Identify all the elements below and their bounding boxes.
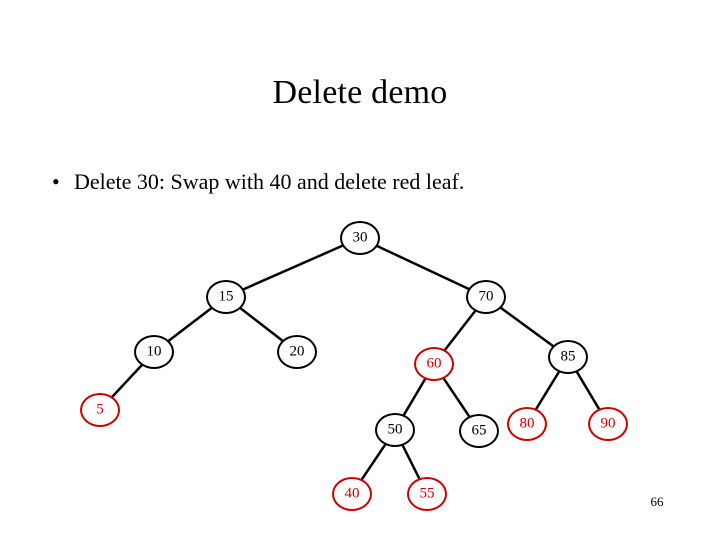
bullet-text: Delete 30: Swap with 40 and delete red l… xyxy=(74,169,465,194)
tree-node-label: 50 xyxy=(387,421,403,437)
tree-edge xyxy=(443,309,477,352)
tree-node-40: 40 xyxy=(332,477,372,511)
tree-node-label: 70 xyxy=(478,288,494,304)
page-number: 66 xyxy=(650,494,664,509)
tree-edge xyxy=(110,363,144,399)
bullet-line: • Delete 30: Swap with 40 and delete red … xyxy=(52,167,692,197)
tree-edge xyxy=(401,443,421,481)
tree-edge xyxy=(499,306,555,348)
tree-edge xyxy=(402,377,427,417)
tree-node-80: 80 xyxy=(507,407,547,441)
tree-node-label: 10 xyxy=(146,343,162,359)
tree-node-20: 20 xyxy=(277,335,317,369)
tree-edge xyxy=(166,306,214,343)
tree-node-label: 65 xyxy=(471,422,487,438)
tree-node-label: 20 xyxy=(289,343,305,359)
tree-edge xyxy=(238,306,285,343)
tree-node-30: 30 xyxy=(340,221,380,255)
tree-node-5: 5 xyxy=(80,393,120,427)
tree-node-label: 30 xyxy=(352,229,368,245)
tree-node-label: 90 xyxy=(600,415,616,431)
tree-node-label: 55 xyxy=(419,485,435,501)
tree-node-55: 55 xyxy=(407,477,447,511)
tree-node-60: 60 xyxy=(414,347,454,381)
tree-node-90: 90 xyxy=(588,407,628,441)
tree-edge-layer xyxy=(110,244,601,482)
tree-node-70: 70 xyxy=(466,280,506,314)
tree-edge xyxy=(375,244,471,291)
tree-edge xyxy=(534,369,561,412)
tree-node-label: 60 xyxy=(426,355,442,371)
tree-node-50: 50 xyxy=(375,413,415,447)
tree-edge xyxy=(442,376,471,419)
tree-node-label: 80 xyxy=(519,415,535,431)
tree-edge xyxy=(241,244,345,291)
tree-node-85: 85 xyxy=(548,340,588,374)
page-title: Delete demo xyxy=(272,74,448,111)
tree-edge xyxy=(575,370,601,411)
tree-node-label: 15 xyxy=(218,288,234,304)
tree-node-10: 10 xyxy=(134,335,174,369)
tree-node-label: 85 xyxy=(560,348,576,364)
tree-edge xyxy=(360,442,387,482)
tree-node-65: 65 xyxy=(459,414,499,448)
tree-node-label: 5 xyxy=(96,401,104,417)
tree-node-label: 40 xyxy=(344,485,360,501)
bullet-marker-icon: • xyxy=(52,169,60,194)
tree-node-15: 15 xyxy=(206,280,246,314)
